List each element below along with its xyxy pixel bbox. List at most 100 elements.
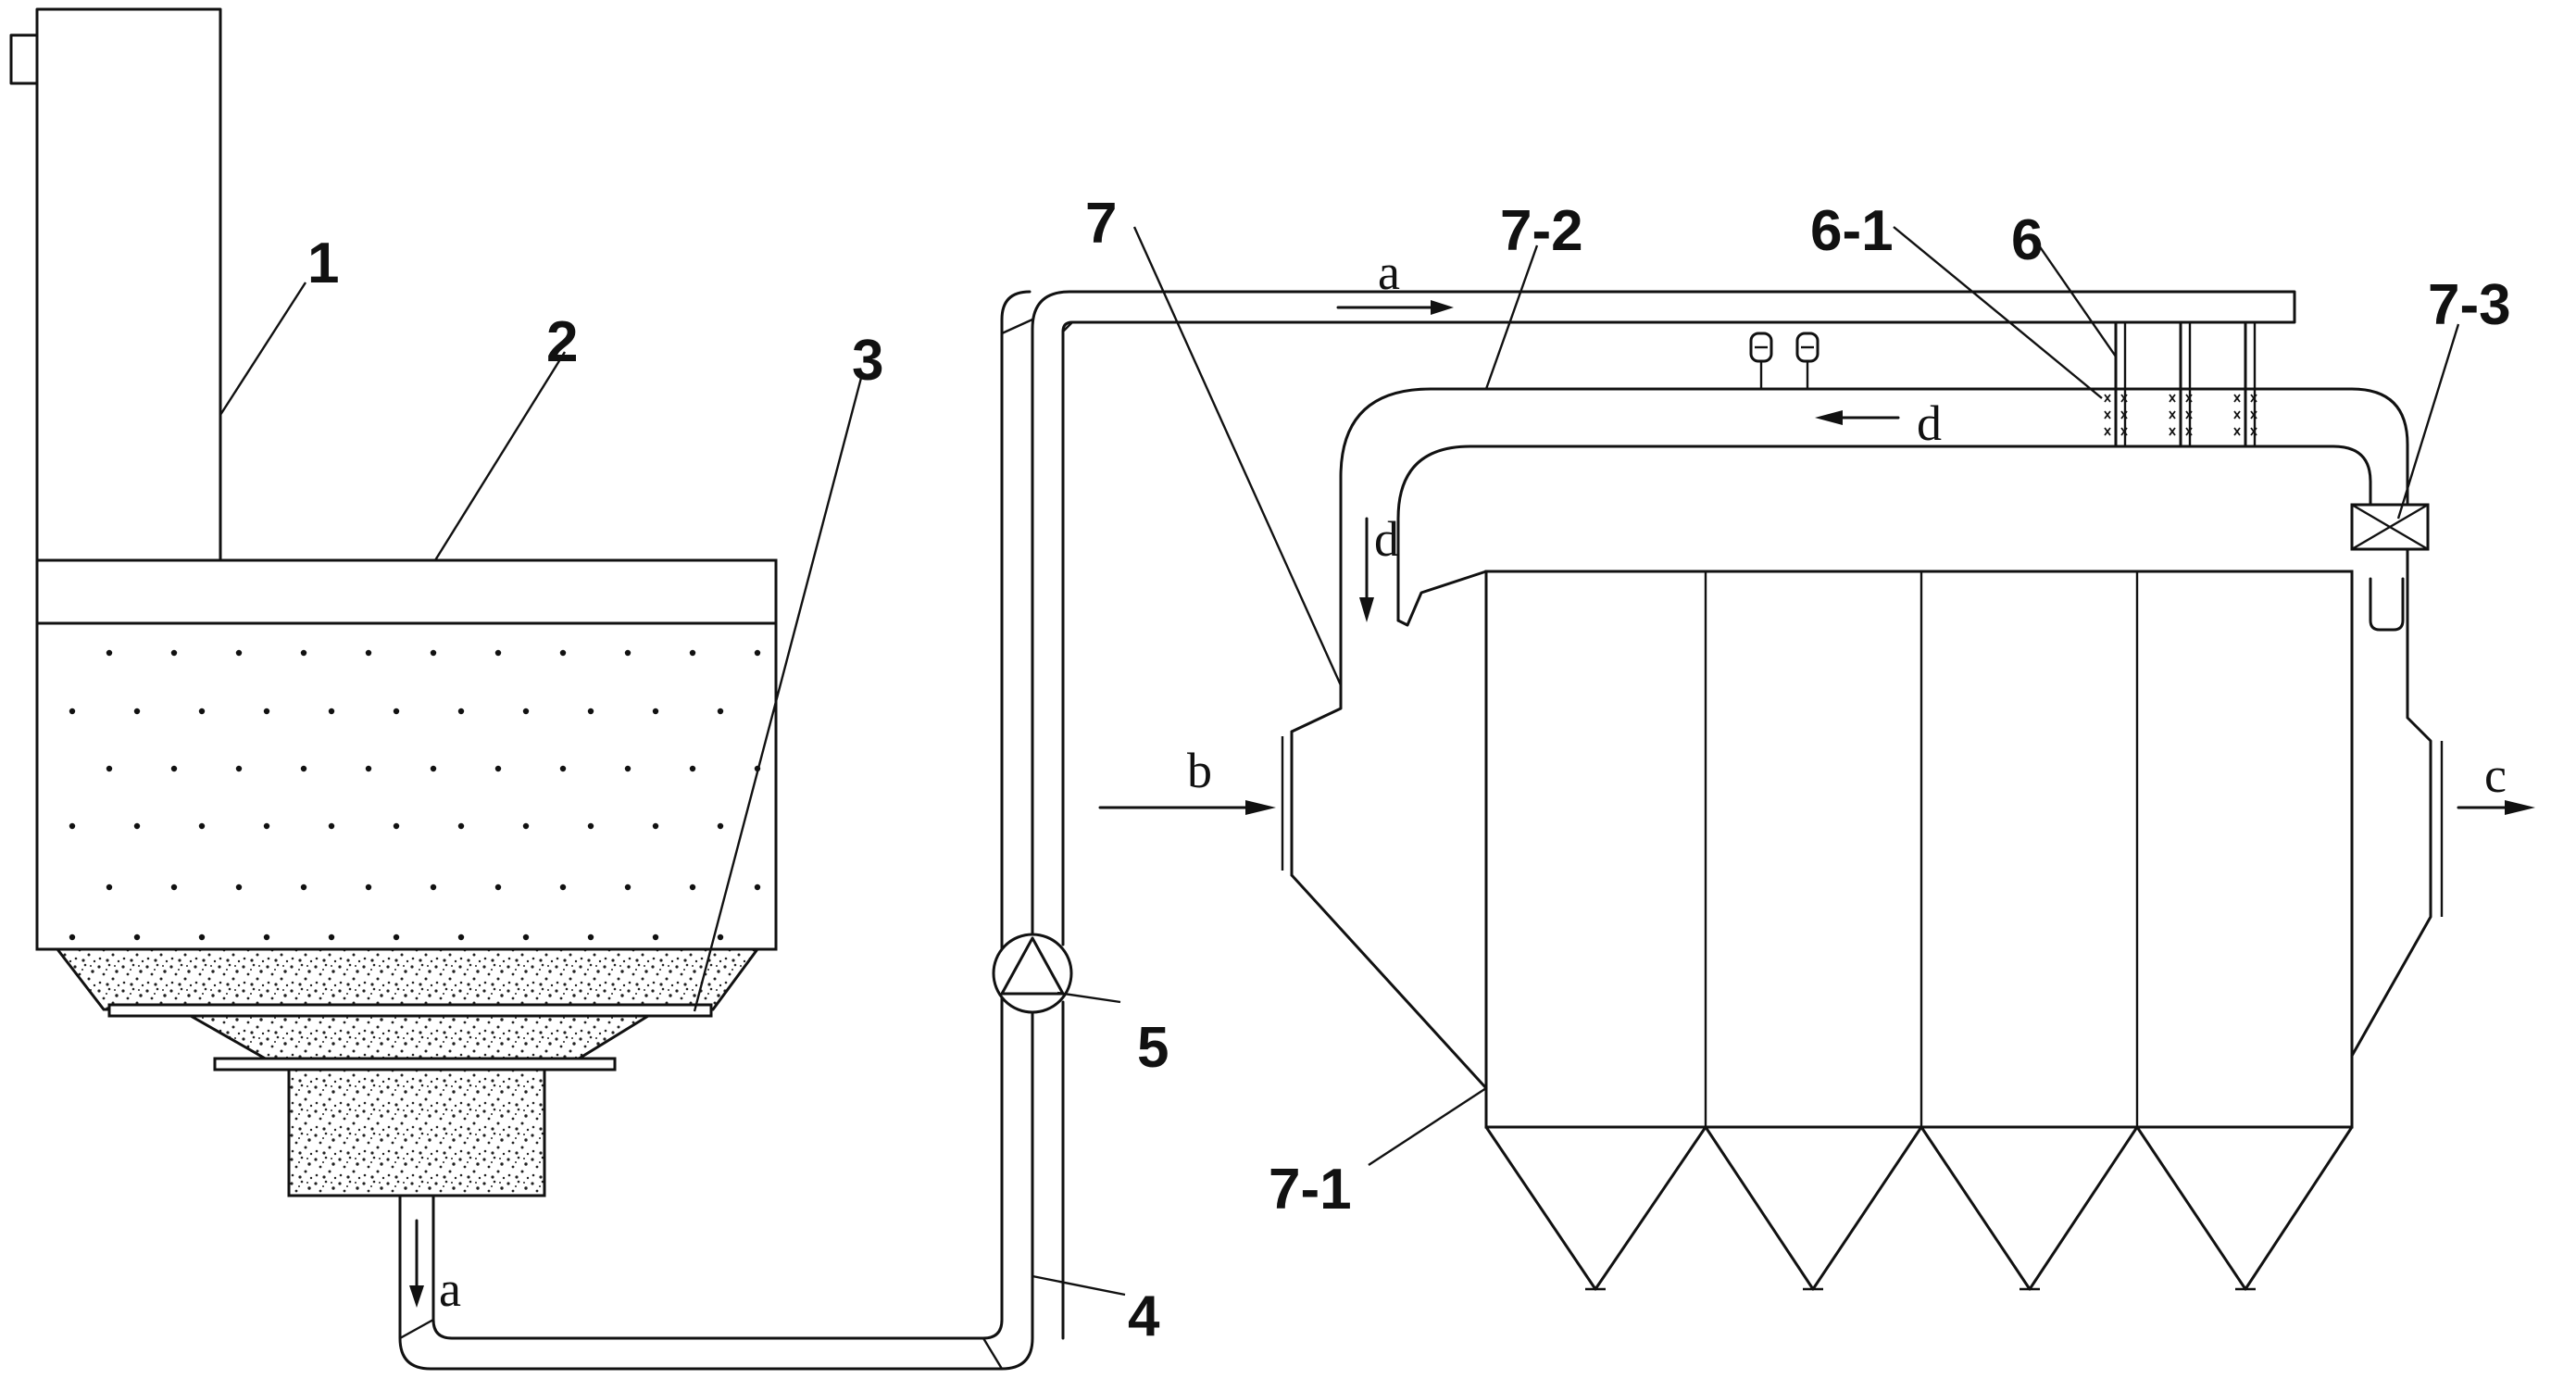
liquid-dot (457, 708, 465, 715)
flow-label-b: b (1187, 743, 1212, 798)
label-7-2: 7-2 (1500, 199, 1583, 263)
liquid-dot (393, 708, 400, 715)
liquid-dot (365, 649, 372, 657)
nozzle-mark (2104, 427, 2111, 436)
liquid-dot (624, 649, 631, 657)
label-7-3: 7-3 (2428, 273, 2511, 337)
liquid-dot (652, 934, 659, 941)
liquid-dot (393, 934, 400, 941)
inlet-horn (1290, 646, 1488, 1090)
component-labels: 1 2 3 4 5 6 6-1 7 7-1 7-2 7-3 (307, 192, 2511, 1348)
liquid-dot (559, 649, 567, 657)
nozzle-mark (2104, 394, 2111, 403)
liquid-dot (198, 708, 206, 715)
nozzle-mark (2233, 394, 2241, 403)
liquid-dot (263, 708, 270, 715)
label-7-1: 7-1 (1269, 1158, 1352, 1222)
liquid-dot (494, 649, 502, 657)
liquid-dot (263, 934, 270, 941)
pipe-4 (398, 290, 2296, 1371)
nozzle-mark (2169, 410, 2176, 420)
liquid-dot (198, 934, 206, 941)
liquid-dot (652, 708, 659, 715)
tank-liquid-dots (69, 649, 761, 941)
liquid-dot (494, 765, 502, 772)
label-1: 1 (307, 232, 339, 295)
liquid-dot (689, 649, 696, 657)
tower-unit (9, 7, 778, 1197)
liquid-dot (328, 934, 335, 941)
label-4: 4 (1128, 1284, 1160, 1348)
liquid-dot (106, 649, 113, 657)
liquid-dot (430, 649, 437, 657)
nozzle-mark (2169, 427, 2176, 436)
nozzle-mark (2250, 394, 2257, 403)
nozzle-mark (2185, 410, 2193, 420)
leader-lines (219, 226, 2460, 1297)
tank-lower-cone (185, 1014, 654, 1062)
liquid-dot (235, 765, 243, 772)
liquid-dot (365, 765, 372, 772)
label-2: 2 (546, 310, 578, 374)
chimney-stub (9, 33, 39, 85)
label-6-1: 6-1 (1810, 199, 1894, 263)
nozzle-mark (2120, 410, 2128, 420)
liquid-dot (754, 883, 761, 891)
nozzle-mark (2104, 410, 2111, 420)
flow-label-c: c (2484, 747, 2507, 803)
tank-body (35, 621, 778, 951)
flow-label-a-top: a (1378, 244, 1400, 300)
liquid-dot (263, 822, 270, 830)
pump-5 (992, 933, 1073, 1014)
duct-7-2 (1339, 320, 2430, 650)
liquid-dot (133, 934, 141, 941)
liquid-dot (457, 934, 465, 941)
flow-label-d-horizontal: d (1917, 395, 1942, 451)
nozzle-mark (2169, 394, 2176, 403)
label-6: 6 (2011, 208, 2043, 272)
spray-nozzles-6 (2114, 320, 2257, 448)
liquid-dot (170, 649, 178, 657)
liquid-dot (69, 934, 76, 941)
liquid-dot (133, 822, 141, 830)
liquid-dot (235, 649, 243, 657)
nozzle-mark (2120, 427, 2128, 436)
liquid-dot (652, 822, 659, 830)
nozzle-mark (2250, 427, 2257, 436)
chimney (35, 7, 222, 562)
flow-label-d-vertical: d (1374, 511, 1399, 567)
liquid-dot (430, 883, 437, 891)
flow-arrows (409, 300, 2535, 1308)
liquid-dot (689, 765, 696, 772)
liquid-dot (522, 708, 530, 715)
liquid-dot (587, 822, 594, 830)
precipitator-7 (1281, 570, 2444, 1291)
liquid-dot (522, 822, 530, 830)
label-7: 7 (1085, 192, 1117, 256)
liquid-dot (300, 883, 307, 891)
precipitator-body (1484, 570, 2354, 1129)
liquid-dot (624, 765, 631, 772)
liquid-dot (587, 708, 594, 715)
liquid-dot (365, 883, 372, 891)
outlet-horn (2350, 570, 2432, 1058)
liquid-dot (198, 822, 206, 830)
liquid-dot (457, 822, 465, 830)
liquid-dot (624, 883, 631, 891)
flange-3 (107, 1003, 713, 1018)
liquid-dot (106, 883, 113, 891)
nozzle-mark (2250, 410, 2257, 420)
flow-labels: a a b c d d (439, 244, 2507, 1317)
hoppers (1484, 1125, 2354, 1291)
liquid-dot (235, 883, 243, 891)
gauge-icon (1795, 332, 1819, 389)
liquid-dot (133, 708, 141, 715)
liquid-dot (717, 822, 724, 830)
tank-neck (287, 1068, 546, 1197)
liquid-dot (69, 822, 76, 830)
liquid-dot (106, 765, 113, 772)
liquid-dot (587, 934, 594, 941)
nozzle-mark (2185, 427, 2193, 436)
liquid-dot (430, 765, 437, 772)
